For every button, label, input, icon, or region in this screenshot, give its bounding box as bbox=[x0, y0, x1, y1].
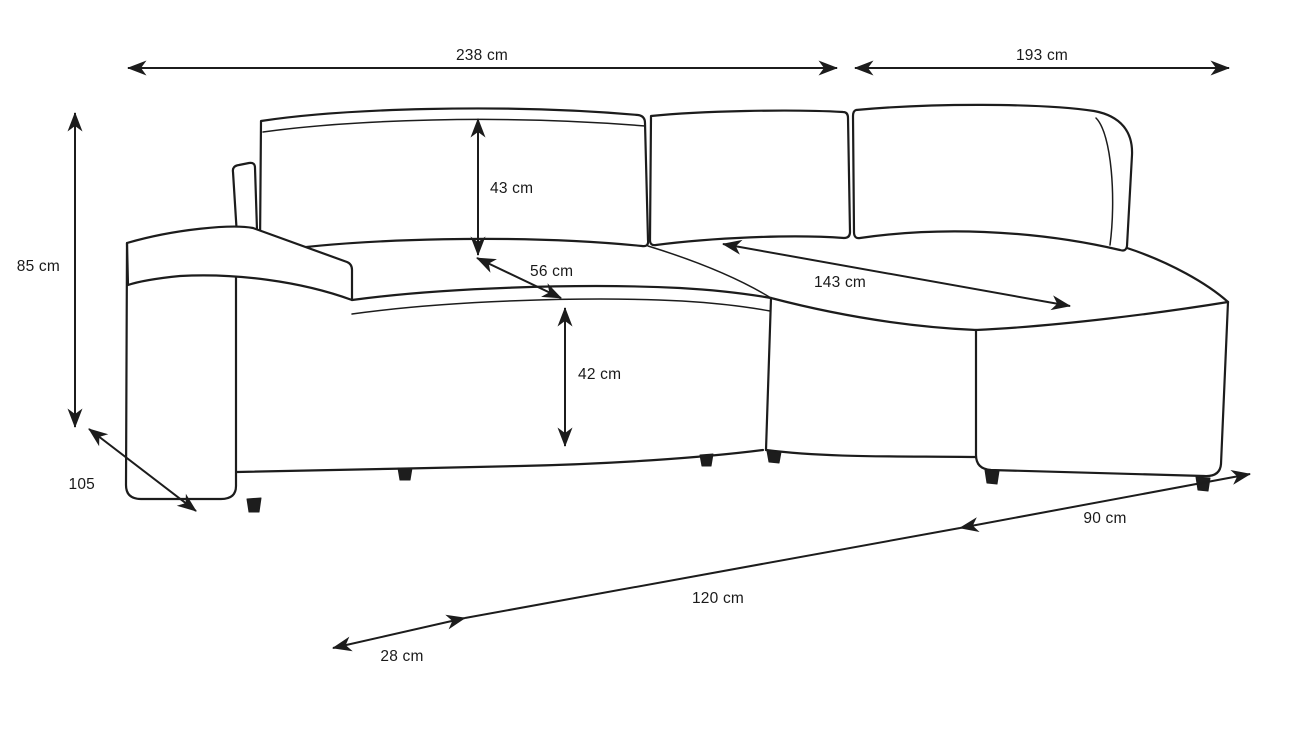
sofa-back-post bbox=[231, 161, 259, 238]
dim-line-left-side-depth bbox=[88, 428, 197, 512]
chaise-top-left-edge bbox=[769, 296, 978, 332]
seat-front-seam bbox=[351, 298, 771, 315]
sofa-leg bbox=[699, 453, 714, 467]
dim-label-chaise-front-depth: 90 cm bbox=[1083, 510, 1126, 527]
sofa-leg bbox=[766, 450, 782, 464]
dim-label-front-span: 120 cm bbox=[692, 590, 744, 607]
sofa-drawing bbox=[124, 103, 1230, 513]
dim-label-chaise-length: 143 cm bbox=[814, 274, 866, 291]
chaise-front-top-edge bbox=[974, 300, 1230, 332]
back-cushion-middle bbox=[648, 109, 852, 247]
dim-label-right-section-width: 193 cm bbox=[1016, 47, 1068, 64]
dim-label-total-width: 238 cm bbox=[456, 47, 508, 64]
sofa-leg bbox=[984, 469, 1000, 485]
dim-line-chaise-front-depth bbox=[959, 470, 1251, 532]
dim-label-seat-height: 42 cm bbox=[578, 366, 621, 383]
back-cushion-left bbox=[258, 107, 650, 254]
seat-front-edge bbox=[350, 284, 773, 302]
dim-label-overall-height: 85 cm bbox=[17, 258, 60, 275]
dim-label-seat-depth: 56 cm bbox=[530, 263, 573, 280]
back-cushion-right-seam bbox=[1095, 117, 1114, 246]
base-bottom-left bbox=[235, 448, 765, 474]
chaise-left-bottom-edge bbox=[764, 448, 978, 459]
dim-label-left-side-depth: 105 bbox=[69, 476, 95, 493]
back-cushion-left-seam bbox=[262, 118, 646, 133]
sofa-leg bbox=[246, 497, 262, 513]
dim-label-corner-inset: 28 cm bbox=[380, 648, 423, 665]
dim-label-backrest-height: 43 cm bbox=[490, 180, 533, 197]
dim-line-chaise-length bbox=[722, 239, 1071, 311]
chaise-top-right-edge bbox=[1125, 246, 1230, 304]
dim-line-seat-depth bbox=[476, 257, 562, 299]
dim-line-front-span bbox=[464, 527, 961, 619]
sofa-leg bbox=[397, 467, 413, 481]
back-cushion-right bbox=[851, 103, 1134, 252]
dimension-annotations: 238 cm 193 cm 85 cm 43 cm 56 cm 42 cm 14… bbox=[17, 47, 1251, 665]
dim-line-corner-inset bbox=[332, 614, 466, 652]
seat-front-right-edge bbox=[764, 296, 773, 452]
